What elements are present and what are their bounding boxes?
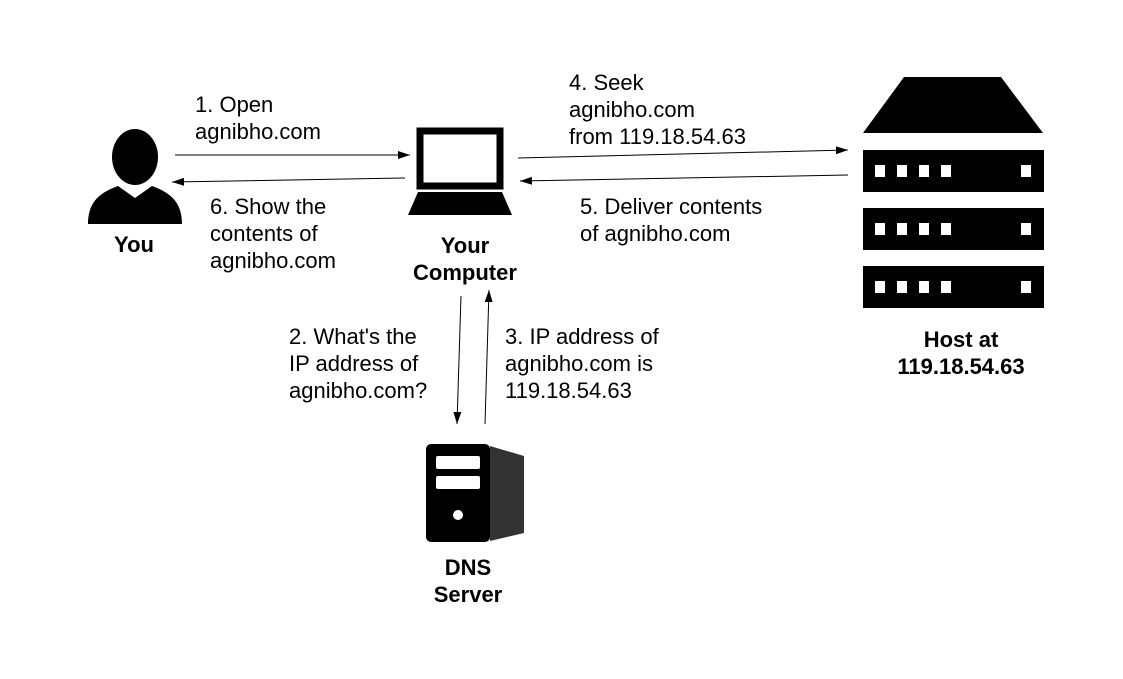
laptop-icon [408, 127, 512, 215]
arrow-show-contents [171, 177, 406, 186]
node-label-host: Host at 119.18.54.63 [897, 327, 1025, 379]
arrow-seek-host [517, 146, 849, 159]
server-rack-icon [863, 77, 1044, 308]
arrow-dns-response [484, 289, 493, 425]
arrow-deliver-contents [519, 174, 849, 185]
step-label-5: 5. Deliver contents of agnibho.com [580, 194, 763, 246]
step-label-3: 3. IP address of agnibho.com is 119.18.5… [505, 324, 659, 403]
node-label-dns: DNS Server [433, 555, 503, 607]
step-label-6: 6. Show the contents of agnibho.com [210, 194, 336, 273]
step-label-1: 1. Open agnibho.com [195, 92, 321, 144]
step-label-2: 2. What's the IP address of agnibho.com? [289, 324, 428, 403]
step-label-4: 4. Seek agnibho.com from 119.18.54.63 [569, 70, 746, 149]
server-tower-icon [426, 444, 524, 542]
arrow-dns-query [453, 295, 462, 425]
node-label-you: You [114, 232, 154, 257]
node-label-computer: Your Computer [413, 233, 517, 285]
person-icon [88, 129, 182, 224]
